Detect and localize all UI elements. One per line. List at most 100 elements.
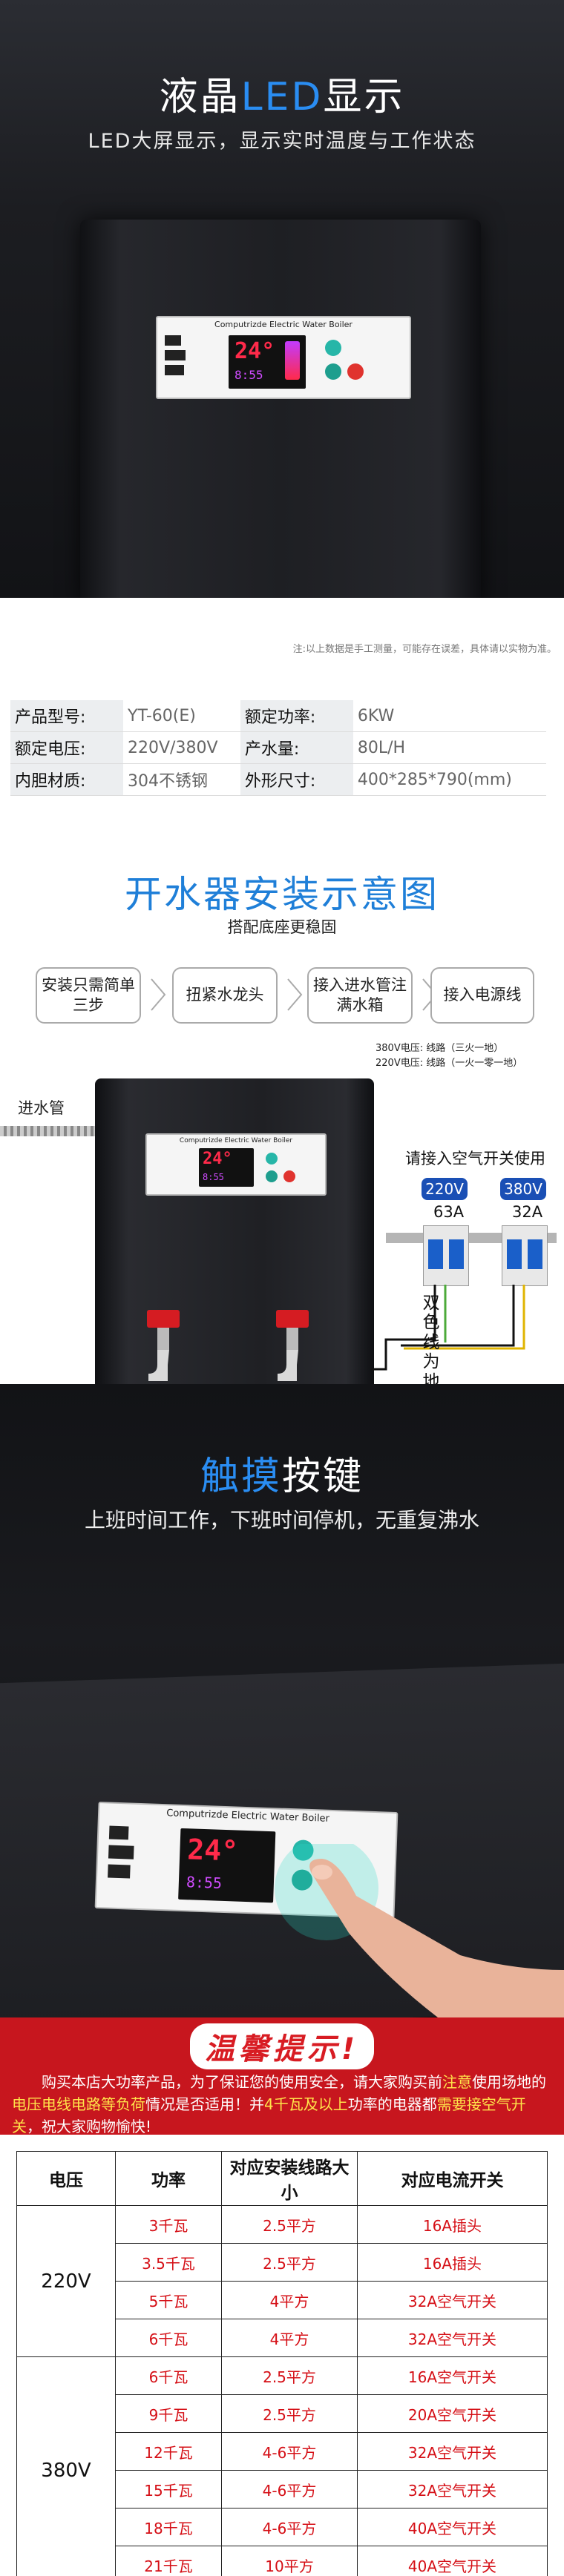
power-switch-table: 电压 功率 对应安装线路大小 对应电流开关 220V 3千瓦 2.5平方 16A… [16,2151,548,2576]
lcd-screen: 24° 8:55 [178,1828,276,1903]
wire-cell: 4-6平方 [221,2508,358,2546]
lcd-screen: 24° 8:55 [199,1148,254,1187]
mode-button[interactable] [325,363,341,380]
volt-note-220: 220V电压: 线路（一火一零一地） [376,1057,523,1069]
install-step-2: 扭紧水龙头 [172,967,278,1024]
spec-value: 304不锈钢 [128,772,208,791]
led-section-title: 液晶LED显示 [159,75,405,119]
switch-cell: 40A空气开关 [357,2508,548,2546]
wire-cell: 10平方 [221,2546,358,2576]
lcd-temperature: 24° [186,1833,239,1868]
specs-row: 内胆材质: 304不锈钢 外形尺寸: 400*285*790(mm) [10,763,546,796]
col-switch: 对应电流开关 [357,2151,548,2206]
switch-cell: 16A空气开关 [357,2356,548,2395]
voltage-tag-220: 220V [422,1178,468,1200]
col-power: 功率 [115,2151,222,2206]
touch-section-subtitle: 上班时间工作，下班时间停机，无重复沸水 [84,1508,479,1532]
power-cell: 6千瓦 [115,2356,222,2395]
power-cell: 15千瓦 [115,2470,222,2509]
lcd-temperature: 24° [235,338,275,364]
lcd-temperature: 24° [203,1150,232,1168]
warm-tips-banner: 温馨提示! 购买本店大功率产品，为了保证您的使用安全，请大家购买前注意使用场地的… [0,2017,564,2135]
switch-cell: 32A空气开关 [357,2281,548,2319]
lcd-time: 8:55 [186,1873,223,1892]
power-button[interactable] [325,340,341,356]
col-voltage: 电压 [16,2151,116,2206]
spec-key: 额定功率: [240,700,353,732]
air-breaker-380 [502,1225,548,1286]
switch-cell: 40A空气开关 [357,2546,548,2576]
touch-section-title: 触摸按键 [200,1455,364,1499]
ampere-32: 32A [512,1203,543,1221]
chevron-right-icon [287,978,303,1011]
breaker-title: 请接入空气开关使用 [405,1150,545,1167]
wire-cell: 4-6平方 [221,2470,358,2509]
spec-key: 产品型号: [10,700,123,732]
spec-key: 外形尺寸: [240,763,353,796]
install-step-1: 安装只需简单三步 [36,967,141,1024]
led-section-subtitle: LED大屏显示，显示实时温度与工作状态 [88,130,476,153]
table-row: 15千瓦 4-6平方 32A空气开关 [17,2470,548,2509]
switch-cell: 32A空气开关 [357,2470,548,2509]
spec-key: 额定电压: [10,731,123,764]
switch-cell: 32A空气开关 [357,2432,548,2471]
touch-key-section: 触摸按键 上班时间工作，下班时间停机，无重复沸水 Computrizde Ele… [0,1384,564,2017]
panel-indicator-icons [107,1825,139,1894]
switch-cell: 32A空气开关 [357,2319,548,2357]
power-button[interactable] [266,1153,278,1165]
water-boiler-image: Computrizde Electric Water Boiler 24° 8:… [95,1078,374,1384]
power-cell: 12千瓦 [115,2432,222,2471]
specs-row: 产品型号: YT-60(E) 额定功率: 6KW [10,700,546,732]
voltage-tag-380: 380V [500,1178,546,1200]
table-row: 380V 6千瓦 2.5平方 16A空气开关 [16,2356,548,2576]
power-cell: 21千瓦 [115,2546,222,2576]
warm-tips-paragraph: 购买本店大功率产品，为了保证您的使用安全，请大家购买前注意使用场地的电压电线电路… [12,2073,546,2135]
installation-subtitle: 搭配底座更稳固 [227,918,337,936]
lcd-time: 8:55 [203,1172,224,1182]
panel-brand: Computrizde Electric Water Boiler [214,320,352,329]
power-cell: 18千瓦 [115,2508,222,2546]
power-cell: 9千瓦 [115,2394,222,2433]
ground-wire-label: 双色线为地线 [422,1294,440,1384]
mode-button[interactable] [266,1170,278,1182]
specs-row: 额定电压: 220V/380V 产水量: 80L/H [10,731,546,764]
switch-cell: 20A空气开关 [357,2394,548,2433]
wire-cell: 2.5平方 [221,2205,358,2244]
warm-tips-section: 温馨提示! 购买本店大功率产品，为了保证您的使用安全，请大家购买前注意使用场地的… [0,2017,564,2576]
wire-cell: 4平方 [221,2319,358,2357]
wire-cell: 2.5平方 [221,2243,358,2282]
wire-cell: 4平方 [221,2281,358,2319]
tap-icon [276,1310,309,1381]
table-row: 18千瓦 4-6平方 40A空气开关 [17,2508,548,2546]
voltage-cell: 380V [16,2356,116,2576]
spec-value: 6KW [357,706,395,725]
power-cell: 3千瓦 [115,2205,222,2244]
lcd-screen: 24° 8:55 [229,335,306,389]
table-row: 5千瓦 4平方 32A空气开关 [17,2281,548,2319]
lcd-time: 8:55 [235,368,263,382]
table-row: 220V 3千瓦 2.5平方 16A插头 [16,2205,548,2357]
power-cell: 5千瓦 [115,2281,222,2319]
measurement-note: 注:以上数据是手工测量，可能存在误差，具体请以实物为准。 [292,644,557,655]
heat-button[interactable] [347,363,364,380]
col-wire: 对应安装线路大小 [221,2151,358,2206]
lcd-level-bar [285,341,300,380]
installation-section: 开水器安装示意图 搭配底座更稳固 安装只需简单三步 扭紧水龙头 接入进水管注满水… [0,806,564,1384]
inlet-pipe [0,1126,96,1136]
chevron-right-icon [151,978,166,1011]
heat-button[interactable] [283,1170,295,1182]
voltage-wiring-note: 380V电压: 线路（三火一地） 220V电压: 线路（一火一零一地） [376,1041,522,1070]
ampere-63: 63A [433,1203,465,1221]
warm-tips-title: 温馨提示! [0,2023,564,2069]
table-row: 6千瓦 4平方 32A空气开关 [17,2319,548,2357]
led-display-section: 液晶LED显示 LED大屏显示，显示实时温度与工作状态 Computrizde … [0,0,564,598]
control-panel: Computrizde Electric Water Boiler 24° 8:… [156,316,411,399]
water-boiler-image: Computrizde Electric Water Boiler 24° 8:… [80,220,481,598]
switch-cell: 16A插头 [357,2205,548,2244]
spec-key: 产水量: [240,731,353,764]
power-cell: 6千瓦 [115,2319,222,2357]
specs-table: 产品型号: YT-60(E) 额定功率: 6KW 额定电压: 220V/380V… [10,700,546,796]
spec-key: 内胆材质: [10,763,123,796]
table-header-row: 电压 功率 对应安装线路大小 对应电流开关 [16,2151,548,2206]
power-cell: 3.5千瓦 [115,2243,222,2282]
